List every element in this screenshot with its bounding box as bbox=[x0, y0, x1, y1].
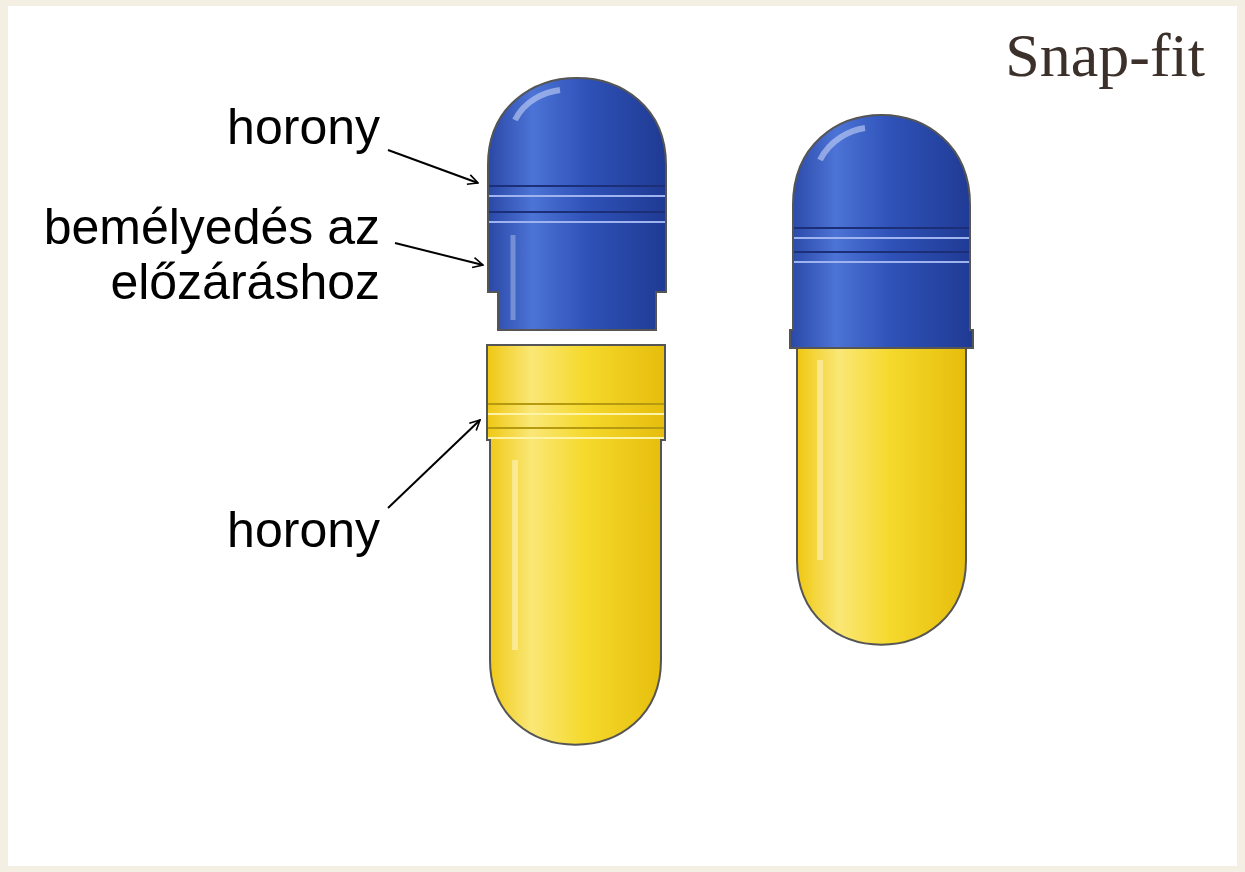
leader-arrow bbox=[388, 420, 480, 508]
slide-ground bbox=[8, 6, 1237, 866]
part-label: horony bbox=[80, 503, 380, 558]
leader-arrow bbox=[388, 150, 478, 183]
capsule-body bbox=[487, 345, 665, 745]
closed-capsule bbox=[790, 115, 973, 645]
capsule-cap bbox=[488, 78, 666, 330]
part-label: bemélyedés az előzáráshoz bbox=[0, 200, 380, 310]
leader-arrow bbox=[395, 243, 483, 265]
part-label: horony bbox=[80, 100, 380, 155]
slide-title: Snap-fit bbox=[1005, 20, 1205, 90]
